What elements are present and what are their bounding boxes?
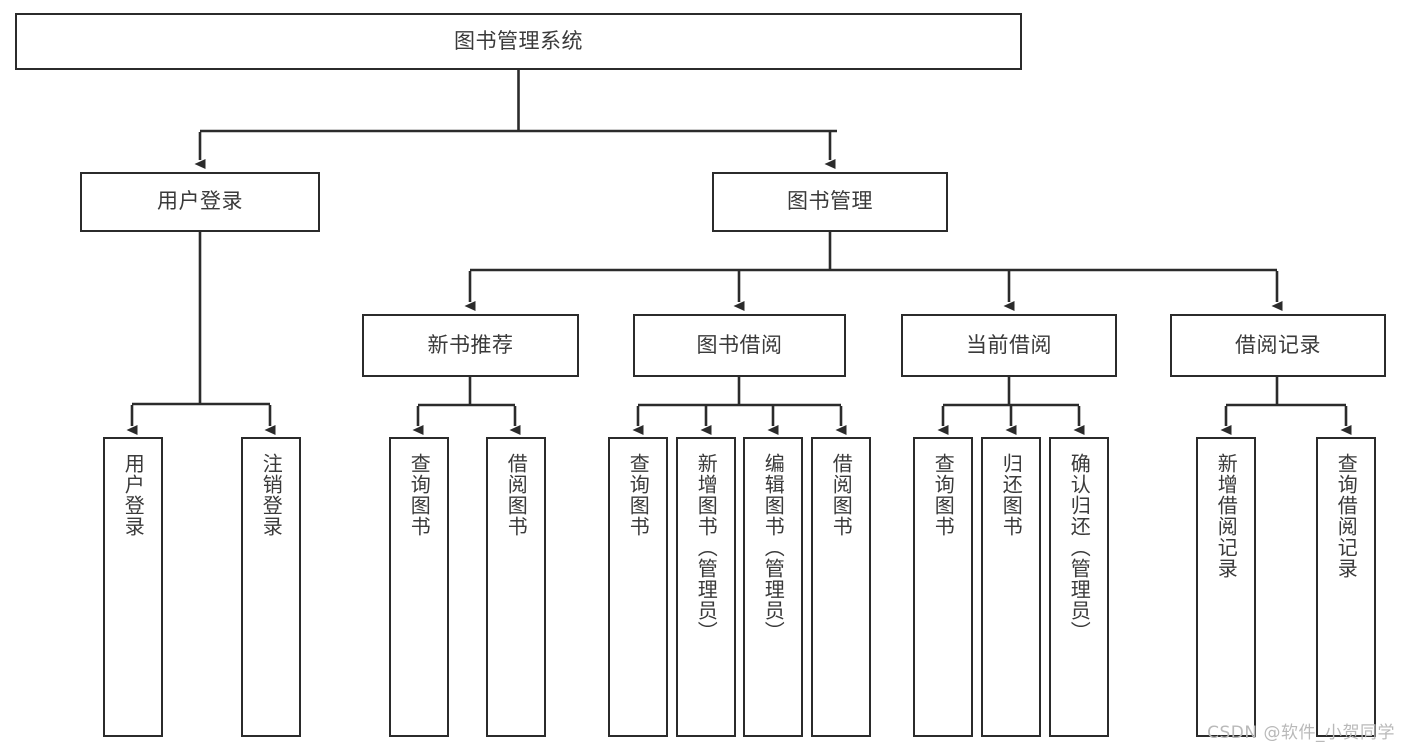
node-leaf-record-query-record[interactable]: 查询借阅记录 [1316,437,1376,737]
node-leaf-user-login-signin[interactable]: 用户登录 [103,437,163,737]
node-root-system[interactable]: 图书管理系统 [15,13,1022,70]
node-book-management[interactable]: 图书管理 [712,172,948,232]
node-leaf-borrow-add-book[interactable]: 新增图书（管理员） [676,437,736,737]
node-label: 归还图书 [999,453,1024,537]
node-label: 借阅图书 [504,453,529,537]
node-label: 图书管理 [787,189,873,214]
node-current-borrow[interactable]: 当前借阅 [901,314,1117,377]
node-leaf-user-login-signout[interactable]: 注销登录 [241,437,301,737]
node-leaf-borrow-borrow-book[interactable]: 借阅图书 [811,437,871,737]
node-label: 用户登录 [157,189,243,214]
node-label: 用户登录 [121,453,146,537]
node-user-login[interactable]: 用户登录 [80,172,320,232]
node-leaf-current-return-book[interactable]: 归还图书 [981,437,1041,737]
node-label: 确认归还（管理员） [1067,453,1092,642]
node-label: 图书管理系统 [454,28,583,53]
node-label: 查询图书 [626,453,651,537]
node-label: 编辑图书（管理员） [761,453,786,642]
node-label: 新增借阅记录 [1214,453,1239,579]
node-leaf-current-query-book[interactable]: 查询图书 [913,437,973,737]
node-label: 借阅图书 [829,453,854,537]
node-book-borrow[interactable]: 图书借阅 [633,314,846,377]
node-label: 查询图书 [407,453,432,537]
node-leaf-recommend-borrow-book[interactable]: 借阅图书 [486,437,546,737]
node-label: 借阅记录 [1235,332,1321,357]
node-leaf-current-confirm-return[interactable]: 确认归还（管理员） [1049,437,1109,737]
node-label: 当前借阅 [966,332,1052,357]
node-borrow-record[interactable]: 借阅记录 [1170,314,1386,377]
csdn-watermark: CSDN @软件_小贺同学 [1207,723,1395,743]
node-label: 查询借阅记录 [1334,453,1359,579]
node-label: 图书借阅 [696,332,783,357]
node-label: 查询图书 [931,453,956,537]
node-leaf-record-add-record[interactable]: 新增借阅记录 [1196,437,1256,737]
node-leaf-borrow-edit-book[interactable]: 编辑图书（管理员） [743,437,803,737]
node-label: 新增图书（管理员） [694,453,719,642]
node-label: 注销登录 [259,453,284,537]
node-label: 新书推荐 [427,332,514,357]
node-leaf-borrow-query-book[interactable]: 查询图书 [608,437,668,737]
node-leaf-recommend-query-book[interactable]: 查询图书 [389,437,449,737]
node-new-book-recommend[interactable]: 新书推荐 [362,314,579,377]
